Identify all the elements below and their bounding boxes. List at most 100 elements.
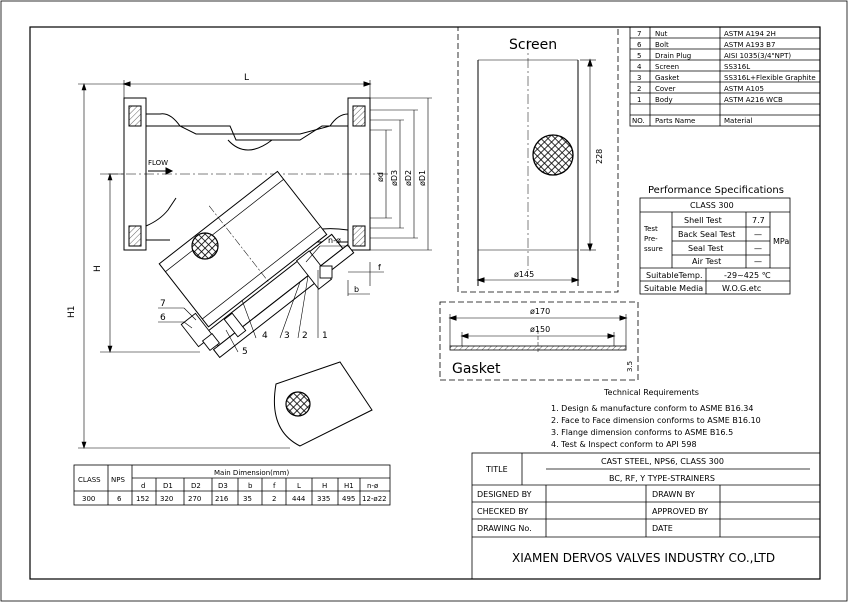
part-3-material: SS316L+Flexible Graphite xyxy=(724,74,816,82)
dim-f: f xyxy=(378,263,381,272)
dim-b: b xyxy=(354,285,359,294)
dim-val-D3: 216 xyxy=(215,495,229,503)
dim-val-H: 335 xyxy=(317,495,330,503)
part-4-no: 4 xyxy=(637,63,642,71)
title-label: TITLE xyxy=(485,465,508,474)
title-line-1: CAST STEEL, NPS6, CLASS 300 xyxy=(601,457,724,466)
dim-group-label: Main Dimension(mm) xyxy=(214,469,290,477)
gasket-title: Gasket xyxy=(452,361,501,377)
company-name: XIAMEN DERVOS VALVES INDUSTRY CO.,LTD xyxy=(512,551,775,565)
part-7-no: 7 xyxy=(637,30,641,38)
drawing-no-label: DRAWING No. xyxy=(477,524,532,533)
part-7-material: ASTM A194 2H xyxy=(724,30,776,38)
part-6-no: 6 xyxy=(637,41,642,49)
dimension-text: CLASS NPS Main Dimension(mm) d D1 D2 D3 … xyxy=(78,469,387,503)
designed-by-label: DESIGNED BY xyxy=(477,490,532,499)
screen-view xyxy=(457,26,619,293)
perf-test-label-3: ssure xyxy=(644,245,663,253)
screen-title: Screen xyxy=(509,37,557,53)
dim-col-nphi: n-ø xyxy=(367,482,379,490)
gasket-dim-thickness: 3.5 xyxy=(626,361,634,372)
dim-nps-value: 6 xyxy=(117,495,122,503)
gasket-dim-outer: ø170 xyxy=(530,307,550,316)
dim-H1: H1 xyxy=(67,306,77,319)
dim-col-H: H xyxy=(322,482,327,490)
checked-by-label: CHECKED BY xyxy=(477,507,528,516)
title-block xyxy=(471,452,821,580)
dim-col-f: f xyxy=(273,482,276,490)
dim-col-d: d xyxy=(141,482,145,490)
parts-header-name: Parts Name xyxy=(655,117,695,125)
dim-H: H xyxy=(93,265,103,272)
dim-val-D1: 320 xyxy=(160,495,173,503)
part-2-no: 2 xyxy=(637,85,641,93)
part-1-name: Body xyxy=(655,96,673,104)
perf-test-value-3: — xyxy=(754,244,762,253)
part-6-name: Bolt xyxy=(655,41,669,49)
perf-temp-value: -29~425 ℃ xyxy=(724,271,771,280)
parts-table xyxy=(629,26,821,127)
perf-media-value: W.O.G.etc xyxy=(722,284,761,293)
approved-by-label: APPROVED BY xyxy=(652,507,708,516)
perf-test-name-1: Shell Test xyxy=(684,216,722,225)
perf-test-label-1: Test xyxy=(643,225,658,233)
part-2-material: ASTM A105 xyxy=(724,85,764,93)
part-4-name: Screen xyxy=(655,63,679,71)
title-line-2: BC, RF, Y TYPE-STRAINERS xyxy=(609,474,715,483)
dim-val-D2: 270 xyxy=(188,495,201,503)
dim-val-nphi: 12-ø22 xyxy=(362,495,387,503)
perf-test-value-1: 7.7 xyxy=(752,216,765,225)
technical-title: Technical Requirements xyxy=(603,388,699,397)
dimension-table xyxy=(73,464,391,506)
callout-5: 5 xyxy=(242,347,248,357)
dim-col-D1: D1 xyxy=(163,482,173,490)
perf-media-label: Suitable Media xyxy=(644,284,703,293)
tech-item-2: 2. Face to Face dimension conforms to AS… xyxy=(551,416,761,425)
part-4-material: SS316L xyxy=(724,63,750,71)
date-label: DATE xyxy=(652,524,673,533)
dim-col-D2: D2 xyxy=(191,482,201,490)
drawn-by-label: DRAWN BY xyxy=(652,490,695,499)
tech-item-3: 3. Flange dimension conforms to ASME B16… xyxy=(551,428,733,437)
performance-table xyxy=(639,197,791,295)
perf-test-name-2: Back Seal Test xyxy=(678,230,735,239)
tech-item-1: 1. Design & manufacture conform to ASME … xyxy=(551,404,753,413)
part-7-name: Nut xyxy=(655,30,668,38)
performance-text: CLASS 300 Test Pre- ssure Shell Test 7.7… xyxy=(643,201,789,293)
part-3-no: 3 xyxy=(637,74,641,82)
dim-col-b: b xyxy=(248,482,253,490)
dim-D2: øD2 xyxy=(404,170,413,186)
title-block-text: TITLE CAST STEEL, NPS6, CLASS 300 BC, RF… xyxy=(477,457,724,533)
dim-val-f: 2 xyxy=(272,495,276,503)
perf-unit: MPa xyxy=(773,237,789,246)
perf-class: CLASS 300 xyxy=(690,201,734,210)
part-5-no: 5 xyxy=(637,52,641,60)
tech-item-4: 4. Test & Inspect conform to API 598 xyxy=(551,440,697,449)
gasket-view xyxy=(439,301,639,381)
dim-col-D3: D3 xyxy=(218,482,228,490)
gasket-dim-inner: ø150 xyxy=(530,325,550,334)
perf-temp-label: SuitableTemp. xyxy=(646,271,703,280)
perf-test-value-4: — xyxy=(754,257,762,266)
dim-n-phi: n-ø xyxy=(328,236,341,245)
callout-7: 7 xyxy=(160,299,166,309)
dim-class-value: 300 xyxy=(82,495,95,503)
part-5-name: Drain Plug xyxy=(655,52,691,60)
callout-4: 4 xyxy=(262,331,268,341)
valve-drawing xyxy=(78,80,432,449)
dim-val-H1: 495 xyxy=(342,495,355,503)
parts-header-no: NO. xyxy=(632,117,645,125)
screen-dim-height: 228 xyxy=(595,149,604,164)
dim-nps-label: NPS xyxy=(111,476,125,484)
dim-val-L: 444 xyxy=(292,495,306,503)
callout-1: 1 xyxy=(322,331,328,341)
perf-test-name-4: Air Test xyxy=(692,257,721,266)
part-2-name: Cover xyxy=(655,85,676,93)
dim-d: ød xyxy=(376,172,385,182)
dim-class-label: CLASS xyxy=(78,476,101,484)
callout-2: 2 xyxy=(302,331,308,341)
part-5-material: AISI 1035(3/4"NPT) xyxy=(724,52,791,60)
dim-D1: øD1 xyxy=(418,170,427,186)
